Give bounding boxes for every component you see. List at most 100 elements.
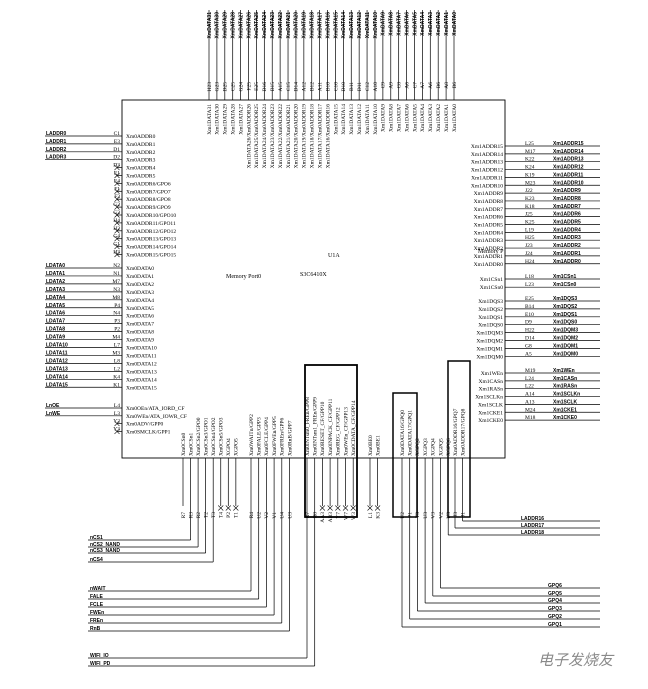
top-pin-number: A9: [389, 82, 395, 89]
left-pin-label: Xm0ADDR10/GPO10: [126, 213, 176, 219]
bottom-right-net-label: GPQ5: [548, 591, 562, 597]
right-ctrl-pin-number: L24: [525, 376, 534, 382]
chip-unit-name-fragment: Memory P: [478, 249, 504, 255]
top-net-label: XmDATA20: [294, 12, 300, 39]
right-addr-net-label: Xm1ADDR4: [553, 227, 581, 233]
left-pin-label: Xm0DATA9: [126, 338, 154, 344]
right-dqs-pin-label: Xm1DQM1: [476, 346, 503, 352]
right-ctrl-pin-number: L22: [525, 384, 534, 390]
right-addr-pin-number: K22: [525, 157, 535, 163]
bottom-gpq-pin-label: Xm0DATA16/GPQ0: [400, 410, 406, 456]
left-net-label: LnOE: [46, 403, 60, 409]
bottom-nand-pin-number: V1: [272, 512, 278, 519]
bottom-cs-pin-number: T4: [219, 512, 225, 518]
right-addr-net-label: Xm1ADDR1: [553, 251, 581, 257]
left-pin-number: L3: [114, 411, 120, 417]
right-dqs-pin-number: D9: [525, 320, 532, 326]
right-ctrl-net-label: Xm1CKE0: [553, 415, 577, 421]
left-pin-label: Xm0ADDR0: [126, 134, 156, 140]
left-pin-number: E4: [114, 178, 120, 184]
right-dqs-pin-number: B14: [525, 304, 534, 310]
left-net-label: LDATA3: [46, 287, 65, 293]
left-pin-label: Xm0ADDR1: [126, 142, 156, 148]
right-addr-net-label: Xm1ADDR11: [553, 172, 584, 178]
no-connect-mark: [114, 164, 120, 171]
no-connect-mark: [114, 235, 120, 242]
right-cs-pin-label: Xm1CSn1: [480, 277, 503, 283]
top-net-label: XmDATA2: [436, 12, 442, 36]
bottom-cs-pin-number: R7: [181, 512, 187, 519]
top-pin-number: B6: [436, 82, 442, 89]
bottom-cs-pin-label: Xm0CSn0: [181, 433, 187, 456]
top-net-label: XmDATA3: [428, 12, 434, 36]
watermark: 电子发烧友: [538, 652, 615, 669]
bottom-cs-pin-label: Xm0CSn5/GPO3: [219, 417, 225, 456]
left-net-label: LDATA8: [46, 327, 65, 333]
right-dqs-pin-label: Xm1DQM3: [476, 331, 503, 337]
right-addr-pin-label: Xm1ADDR2: [474, 246, 504, 252]
bottom-cs-pin-number: T3: [211, 512, 217, 518]
left-pin-label: Xm0DATA10: [126, 346, 157, 352]
right-dqs-pin-label: Xm1DQS0: [478, 323, 503, 329]
top-pin-number: A10: [373, 82, 379, 92]
left-pin-label: Xm0DATA8: [126, 330, 154, 336]
left-net-label: LDATA2: [46, 279, 65, 285]
left-net-label: LnWE: [46, 411, 61, 417]
top-net-label: XmDATA22: [278, 12, 284, 39]
left-pin-number: L4: [114, 403, 120, 409]
top-pin-number: A12: [302, 82, 308, 92]
bottom-cf-pin-number: W3: [351, 512, 357, 520]
left-pin-label: Xm0OEn/ATA_IORD_CF: [126, 406, 185, 412]
bottom-gpq-pin-number: V3: [431, 512, 437, 519]
bottom-cf-pin-number: AB3: [328, 512, 334, 523]
no-connect-mark: [114, 243, 120, 250]
left-pin-label: Xm0DATA3: [126, 290, 154, 296]
left-pin-label: Xm0DATA5: [126, 306, 154, 312]
right-dqs-pin-label: Xm1DQM2: [476, 339, 503, 345]
right-ctrl-pin-number: M19: [525, 368, 536, 374]
no-connect-mark: [350, 505, 356, 511]
left-pin-number: D1: [113, 147, 120, 153]
top-net-label: XmDATA15: [333, 12, 339, 39]
top-net-label: XmDATA25: [254, 12, 260, 39]
top-pin-label: Xm1DATA27: [238, 104, 244, 135]
right-addr-net-label: Xm1ADDR12: [553, 165, 584, 171]
left-pin-label: Xm0ADDR12/GPO12: [126, 229, 176, 235]
left-net-label: LADDR3: [46, 155, 66, 161]
top-net-label: XmDATA24: [262, 12, 268, 39]
right-ctrl-pin-label: Xm1RASn: [479, 387, 504, 393]
left-net-label: LDATA9: [46, 335, 65, 341]
bottom-gpq-pin-label: XGPQ5: [438, 438, 444, 456]
left-pin-number: Y2: [113, 419, 120, 425]
bottom-nand-pin-label: Xm0FREn/GPP6: [280, 418, 286, 456]
left-pin-number: P2: [114, 327, 120, 333]
right-addr-net-label: Xm1ADDR3: [553, 235, 581, 241]
top-pin-label: Xm1DATA2: [436, 104, 442, 132]
right-addr-pin-number: K23: [525, 196, 535, 202]
left-pin-label: Xm0DATA6: [126, 314, 154, 320]
left-pin-label: Xm0ADDR7/GPO7: [126, 189, 171, 195]
top-pin-number: C15: [286, 82, 292, 91]
bottom-cf-pin-label: Xm0INTsm1_FREn/GPP9: [313, 397, 319, 456]
right-dqs-net-label: Xm1DQM1: [553, 343, 578, 349]
top-pin-label: Xm1DATA11: [365, 104, 371, 135]
no-connect-mark: [218, 505, 224, 511]
right-ctrl-pin-label: Xm1WEn: [481, 371, 504, 377]
right-addr-pin-number: L25: [525, 141, 534, 147]
bottom-cs-pin-label: XGPO4: [226, 438, 232, 456]
top-net-label: XmDATA12: [357, 12, 363, 39]
right-ctrl-pin-label: Xm1SCLKn: [475, 395, 503, 401]
top-pin-number: C9: [381, 82, 387, 89]
bottom-left-net-label: FALE: [90, 594, 103, 600]
right-addr-net-label: Xm1ADDR13: [553, 157, 584, 163]
right-addr-pin-number: L19: [525, 227, 534, 233]
left-pin-label: Xm0ADDR13/GPO13: [126, 237, 176, 243]
right-addr-pin-label: Xm1ADDR8: [474, 199, 504, 205]
bottom-be-pin-number: K3: [375, 512, 381, 519]
top-pin-number: D14: [294, 82, 300, 92]
right-ctrl-net-label: Xm1CASn: [553, 376, 577, 382]
left-pin-label: Xm0DATA0: [126, 266, 154, 272]
right-dqs-pin-label: Xm1DQS3: [478, 299, 503, 305]
right-addr-pin-label: Xm1ADDR12: [471, 168, 503, 174]
bottom-gpq-pin-label: XGPQ4: [431, 438, 437, 456]
